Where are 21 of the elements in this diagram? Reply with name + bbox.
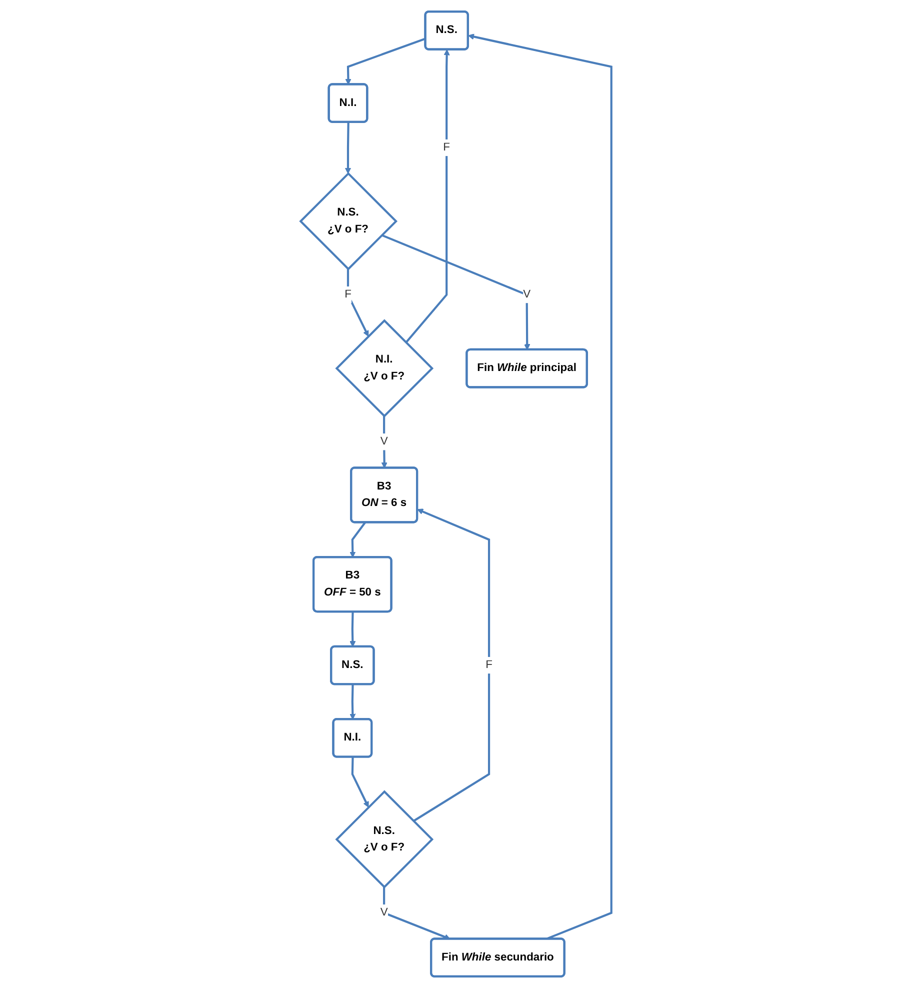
arrow (381, 416, 388, 468)
arrow (412, 508, 490, 822)
edge-label: F (344, 288, 352, 300)
arrow (381, 234, 530, 350)
node-diamond: N.I. ¿V o F? (335, 319, 434, 418)
edge-label: V (380, 906, 388, 918)
arrow (350, 522, 366, 558)
arrow (383, 887, 450, 940)
edge-label: V (523, 288, 531, 300)
arrow (350, 684, 356, 720)
arrow (344, 122, 352, 174)
arrow (405, 49, 450, 344)
edge-label: F (486, 658, 492, 671)
node-diamond: N.S. ¿V o F? (299, 172, 398, 270)
arrow (346, 268, 369, 337)
edge-label: F (443, 141, 450, 154)
arrow (345, 38, 426, 85)
node-diamond: N.S. ¿V o F? (335, 790, 434, 889)
edge-label: V (380, 436, 388, 448)
arrow (350, 612, 356, 648)
arrow (351, 757, 369, 808)
